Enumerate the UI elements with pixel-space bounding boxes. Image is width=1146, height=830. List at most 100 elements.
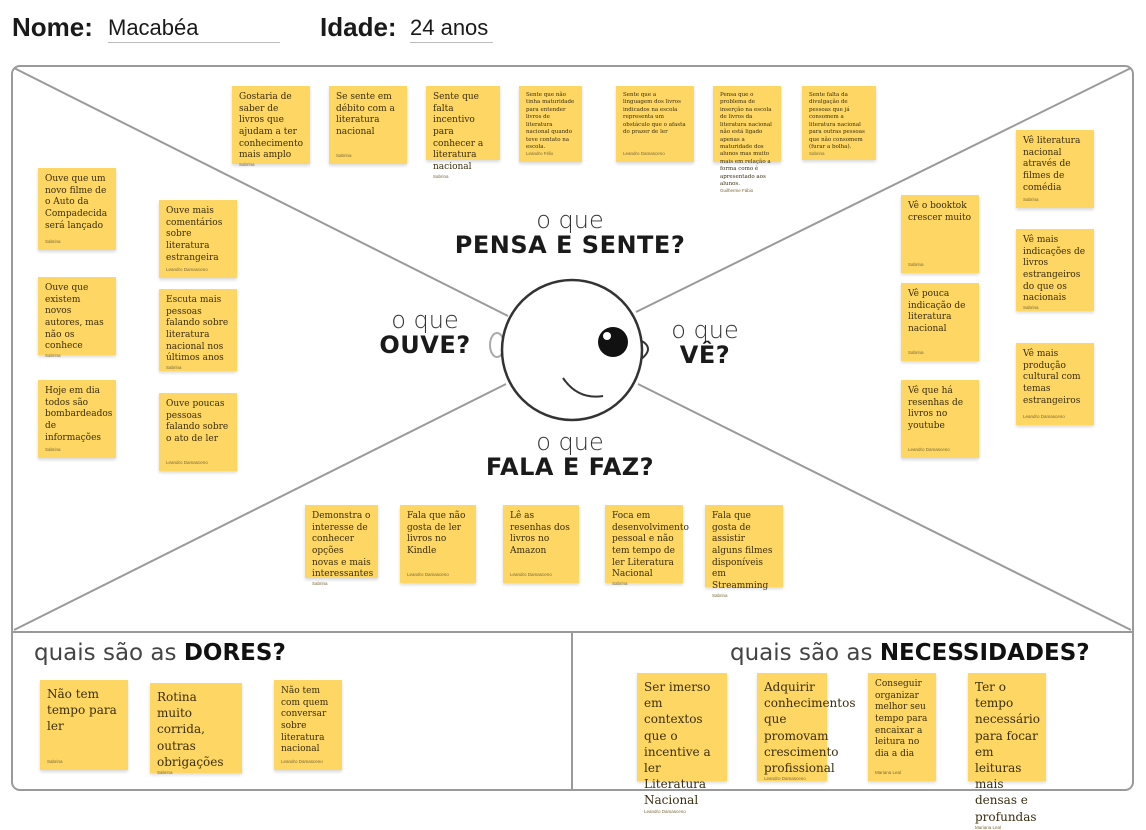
note-author: Sabrina <box>1023 305 1039 311</box>
note-text: Foca em desenvolvimento pessoal e não te… <box>612 511 689 580</box>
note-text: Ouve mais comentários sobre literatura e… <box>166 206 223 263</box>
note-author: Sabrina <box>45 353 61 359</box>
note-author: Leandro Damasceno <box>510 572 552 577</box>
sticky-note-necessidades[interactable]: Conseguir organizar melhor seu tempo par… <box>868 673 936 781</box>
note-author: Sabrina <box>1023 197 1039 202</box>
note-text: Rotina muito corrida, outras obrigações <box>157 690 224 769</box>
sticky-note-fala[interactable]: Foca em desenvolvimento pessoal e não te… <box>605 505 689 587</box>
sticky-note-fala[interactable]: Fala que não gosta de ler livros no Kind… <box>400 505 476 583</box>
note-text: Escuta mais pessoas falando sobre litera… <box>166 295 229 364</box>
sticky-note-pensa[interactable]: Gostaria de saber de livros que ajudam a… <box>232 86 310 168</box>
note-author: Sabrina <box>239 162 255 168</box>
note-text: Gostaria de saber de livros que ajudam a… <box>239 92 303 161</box>
note-author: Mariana Leal <box>875 770 902 775</box>
note-text: Sente que não tinha maturidade para ente… <box>526 92 575 150</box>
sticky-note-ouve[interactable]: Escuta mais pessoas falando sobre litera… <box>159 289 237 371</box>
note-author: Mariana Leal <box>975 824 1002 830</box>
note-text: Vê pouca indicação de literatura naciona… <box>908 289 966 335</box>
sticky-note-ve[interactable]: Vê mais indicações de livros estrangeiro… <box>1016 229 1094 311</box>
sticky-note-pensa[interactable]: Sente que a linguagem dos livros indicad… <box>616 86 694 162</box>
note-text: Vê literatura nacional através de filmes… <box>1023 136 1081 193</box>
note-text: Hoje em dia todos são bombardeados de in… <box>45 386 113 443</box>
note-text: Conseguir organizar melhor seu tempo par… <box>875 679 928 760</box>
sticky-note-ouve[interactable]: Ouve que existem novos autores, mas não … <box>38 277 116 359</box>
note-text: Sente que falta incentivo para conhecer … <box>433 92 484 173</box>
note-text: Demonstra o interesse de conhecer opções… <box>312 511 374 580</box>
note-text: Ter o tempo necessário para focar em lei… <box>975 680 1040 824</box>
note-author: Leandro Félix <box>526 151 554 157</box>
note-author: Sabrina <box>47 759 63 764</box>
note-text: Se sente em débito com a literatura naci… <box>336 92 395 138</box>
sticky-note-pensa[interactable]: Pensa que o problema de inserção na esco… <box>713 86 781 193</box>
note-author: Leandro Damasceno <box>407 572 449 577</box>
note-author: Leandro Damasceno <box>281 759 323 764</box>
sticky-note-ve[interactable]: Vê pouca indicação de literatura naciona… <box>901 283 979 361</box>
empathy-map-frame <box>11 65 1134 791</box>
note-text: Sente falta da divulgação de pessoas que… <box>809 92 865 150</box>
sticky-note-ouve[interactable]: Ouve que um novo filme de o Auto da Comp… <box>38 168 116 250</box>
name-field[interactable]: Macabéa <box>108 15 280 43</box>
note-text: Ser imerso em contextos que o incentive … <box>644 680 711 808</box>
note-text: Lê as resenhas dos livros no Amazon <box>510 511 570 557</box>
sticky-note-ouve[interactable]: Hoje em dia todos são bombardeados de in… <box>38 380 116 458</box>
dores-title: quais são as DORES? <box>34 640 286 666</box>
note-author: Leandro Damasceno <box>764 776 806 782</box>
note-text: Ouve poucas pessoas falando sobre o ato … <box>166 399 229 445</box>
sticky-note-fala[interactable]: Demonstra o interesse de conhecer opções… <box>305 505 378 586</box>
head-icon <box>489 278 649 422</box>
note-text: Adquirir conhecimentos que promovam cres… <box>764 680 856 775</box>
sticky-note-pensa[interactable]: Sente que não tinha maturidade para ente… <box>519 86 582 162</box>
note-text: Vê mais indicações de livros estrangeiro… <box>1023 235 1086 304</box>
note-text: Ouve que um novo filme de o Auto da Comp… <box>45 174 108 231</box>
note-author: Guilherme Fábio <box>720 188 754 194</box>
note-author: Leandro Damasceno <box>908 447 950 452</box>
note-text: Ouve que existem novos autores, mas não … <box>45 283 104 352</box>
necessidades-title: quais são as NECESSIDADES? <box>730 640 1090 666</box>
sticky-note-ouve[interactable]: Ouve poucas pessoas falando sobre o ato … <box>159 393 237 471</box>
sticky-note-pensa[interactable]: Se sente em débito com a literatura naci… <box>329 86 407 164</box>
sticky-note-ouve[interactable]: Ouve mais comentários sobre literatura e… <box>159 200 237 278</box>
sticky-note-dores[interactable]: Não tem com quem conversar sobre literat… <box>274 680 342 770</box>
note-author: Sabrina <box>336 153 352 158</box>
note-text: Vê o booktok crescer muito <box>908 201 972 223</box>
sticky-note-necessidades[interactable]: Adquirir conhecimentos que promovam cres… <box>757 673 856 782</box>
note-text: Fala que não gosta de ler livros no Kind… <box>407 511 466 557</box>
note-author: Leandro Damasceno <box>623 151 665 156</box>
name-label: Nome: <box>12 12 93 42</box>
note-author: Sabrina <box>712 592 728 598</box>
sticky-note-ve[interactable]: Vê mais produção cultural com temas estr… <box>1016 343 1094 425</box>
sticky-note-necessidades[interactable]: Ter o tempo necessário para focar em lei… <box>968 673 1046 830</box>
sticky-note-fala[interactable]: Fala que gosta de assistir alguns filmes… <box>705 505 783 598</box>
note-text: Não tem tempo para ler <box>47 687 117 734</box>
note-author: Leandro Damasceno <box>1023 414 1065 419</box>
note-author: Sabrina <box>908 262 924 267</box>
note-author: Sabrina <box>45 447 61 452</box>
note-author: Sabrina <box>157 769 173 775</box>
note-text: Pensa que o problema de inserção na esco… <box>720 92 772 188</box>
note-author: Sabrina <box>612 581 628 587</box>
note-author: Sabrina <box>312 581 328 587</box>
sticky-note-ve[interactable]: Vê literatura nacional através de filmes… <box>1016 130 1094 208</box>
note-author: Sabrina <box>908 350 924 355</box>
note-text: Não tem com quem conversar sobre literat… <box>281 686 329 755</box>
sticky-note-pensa[interactable]: Sente que falta incentivo para conhecer … <box>426 86 500 179</box>
age-label: Idade: <box>320 12 397 42</box>
note-author: Sabrina <box>433 173 449 179</box>
age-field[interactable]: 24 anos <box>410 15 493 43</box>
note-text: Vê que há resenhas de livros no youtube <box>908 386 964 432</box>
note-text: Vê mais produção cultural com temas estr… <box>1023 349 1081 406</box>
note-author: Leandro Damasceno <box>166 460 208 465</box>
sticky-note-necessidades[interactable]: Ser imerso em contextos que o incentive … <box>637 673 727 814</box>
sticky-note-pensa[interactable]: Sente falta da divulgação de pessoas que… <box>802 86 876 160</box>
note-author: Leandro Damasceno <box>166 267 208 272</box>
note-text: Fala que gosta de assistir alguns filmes… <box>712 511 773 592</box>
